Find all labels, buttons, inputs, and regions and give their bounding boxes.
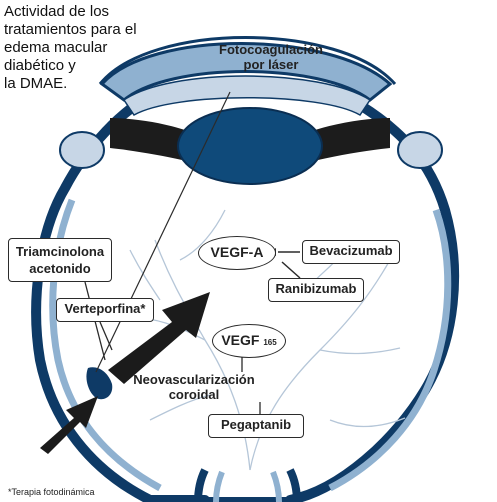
- title-line-5: la DMAE.: [4, 75, 67, 93]
- title-line-4: diabético y: [4, 57, 76, 75]
- lesion: [86, 367, 112, 399]
- verteporfina-box: Verteporfina*: [56, 298, 154, 322]
- laser-label: Fotocoagulación por láser: [206, 42, 336, 72]
- ciliary-body-right: [398, 132, 442, 168]
- neo-line-1: Neovascularización: [124, 372, 264, 387]
- ranibizumab-box: Ranibizumab: [268, 278, 364, 302]
- pegaptanib-box: Pegaptanib: [208, 414, 304, 438]
- footnote: *Terapia fotodinámica: [8, 487, 95, 497]
- title-line-3: edema macular: [4, 39, 107, 57]
- bevacizumab-box: Bevacizumab: [302, 240, 400, 264]
- ciliary-right: [315, 118, 390, 160]
- vegf165-main: VEGF: [221, 332, 259, 348]
- connector-rani: [282, 262, 300, 278]
- title-line-2: tratamientos para el: [4, 21, 137, 39]
- triamcinolona-box: Triamcinolona acetonido: [8, 238, 112, 282]
- lens: [178, 108, 322, 184]
- triamcinolona-line-1: Triamcinolona: [9, 243, 111, 260]
- vegf165-sub: 165: [263, 338, 276, 347]
- ciliary-body-left: [60, 132, 104, 168]
- vegf-a-oval: VEGF-A: [198, 236, 276, 270]
- triamcinolona-line-2: acetonido: [9, 260, 111, 277]
- title-line-1: Actividad de los: [4, 3, 109, 21]
- ciliary-left: [110, 118, 185, 160]
- neo-line-2: coroidal: [124, 387, 264, 402]
- neo-label: Neovascularización coroidal: [124, 372, 264, 402]
- vegf165-oval: VEGF 165: [212, 324, 286, 358]
- laser-label-line-2: por láser: [206, 57, 336, 72]
- laser-label-line-1: Fotocoagulación: [206, 42, 336, 57]
